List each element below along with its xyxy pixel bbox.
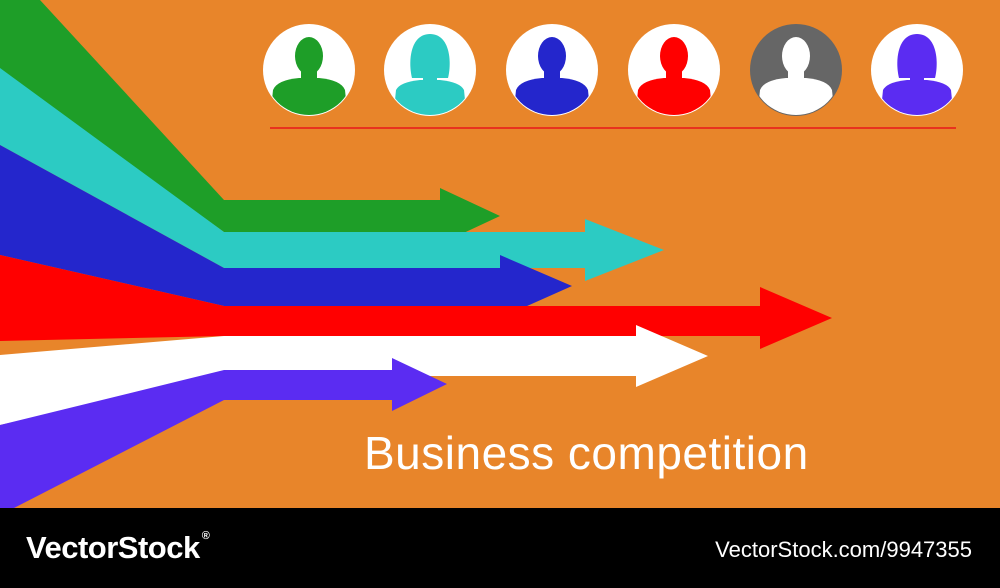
avatar-row	[263, 24, 963, 116]
arrow-red	[0, 255, 832, 349]
avatar-4	[628, 24, 720, 116]
female-user-icon	[879, 34, 955, 115]
avatar-2	[384, 24, 476, 116]
avatar-1	[263, 24, 355, 116]
registered-mark: ®	[201, 530, 210, 542]
male-user-icon	[512, 37, 592, 115]
image-reference: VectorStock.com/9947355	[715, 537, 972, 562]
illustration-svg	[0, 0, 963, 508]
footer-bar: VectorStock® VectorStock.com/9947355	[0, 508, 1000, 588]
arrow-green	[0, 0, 500, 244]
avatar-5	[750, 24, 842, 116]
arrow-blue	[0, 145, 572, 318]
male-user-icon	[756, 37, 836, 115]
brand-logo[interactable]: VectorStock®	[26, 530, 210, 566]
female-user-icon	[392, 34, 468, 115]
male-user-icon	[634, 37, 714, 115]
arrow-cyan	[0, 68, 664, 281]
avatar-3	[506, 24, 598, 116]
illustration-canvas: Business competition	[0, 0, 963, 508]
brand-name: VectorStock	[26, 530, 200, 565]
arrow-purple	[0, 358, 447, 508]
male-user-icon	[269, 37, 349, 115]
headline: Business competition	[364, 427, 809, 479]
avatar-6	[871, 24, 963, 116]
